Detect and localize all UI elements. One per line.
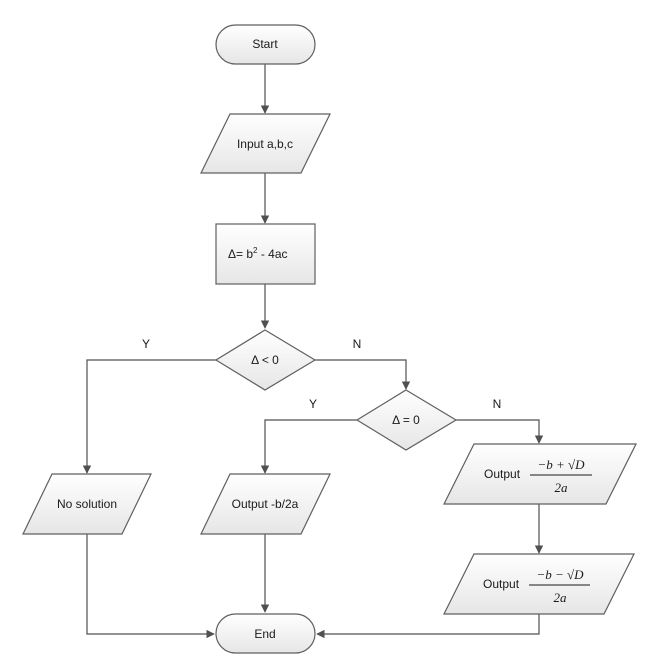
output-plus-parallelogram-shape [443,443,637,505]
edge-no-solution-to-end [86,534,215,639]
output-minus-parallelogram-shape [443,553,635,615]
start-label: Start [252,37,278,51]
edge-decision2-no-to-output-plus [456,419,544,444]
compute-label: Δ= b2 - 4ac [228,246,288,261]
output-plus-denominator: 2a [555,480,569,495]
start-terminator-shape [215,24,316,65]
output-single-parallelogram-shape [200,473,331,535]
output-plus-label: Output [484,467,521,481]
edge-decision1-no-to-decision2 [315,359,411,390]
node-decision-delta-less-than-zero[interactable]: Δ < 0 [214,329,317,391]
decision1-diamond-shape [214,329,317,391]
branch-label-decision1-no: N [353,337,362,351]
decision2-label: Δ = 0 [392,413,420,427]
output-single-label: Output -b/2a [232,497,299,511]
edge-decision2-yes-to-output-single [260,419,357,474]
node-end[interactable]: End [215,613,316,654]
node-output-minus-root[interactable]: Output −b − √D 2a [443,553,635,615]
delta-symbol: Δ [228,247,236,261]
input-parallelogram-shape [200,113,331,174]
node-input[interactable]: Input a,b,c [200,113,331,174]
edge-output-minus-to-end [316,614,540,639]
input-label: Input a,b,c [237,137,293,151]
end-label: End [254,627,275,641]
node-output-single-root[interactable]: Output -b/2a [200,473,331,535]
compute-sup: 2 [253,246,258,255]
branch-label-decision2-no: N [493,397,502,411]
output-minus-numerator: −b − √D [536,567,584,582]
compute-rest: - 4ac [257,247,287,261]
decision2-diamond-shape [355,389,458,451]
edges [82,64,544,639]
node-output-plus-root[interactable]: Output −b + √D 2a [443,443,637,505]
decision1-label: Δ < 0 [251,353,279,367]
node-no-solution[interactable]: No solution [22,473,152,535]
no-solution-label: No solution [57,497,117,511]
compute-eq: = b [236,247,253,261]
compute-rectangle-shape [215,223,316,285]
branch-label-decision2-yes: Y [309,397,317,411]
node-decision-delta-equals-zero[interactable]: Δ = 0 [355,389,458,451]
end-terminator-shape [215,613,316,654]
output-minus-denominator: 2a [554,590,568,605]
branch-label-decision1-yes: Y [142,337,150,351]
node-compute-delta[interactable]: Δ= b2 - 4ac [215,223,316,285]
edge-decision1-yes-to-no-solution [82,359,216,474]
output-minus-label: Output [483,577,520,591]
node-start[interactable]: Start [215,24,316,65]
no-solution-parallelogram-shape [22,473,152,535]
output-plus-numerator: −b + √D [537,457,585,472]
